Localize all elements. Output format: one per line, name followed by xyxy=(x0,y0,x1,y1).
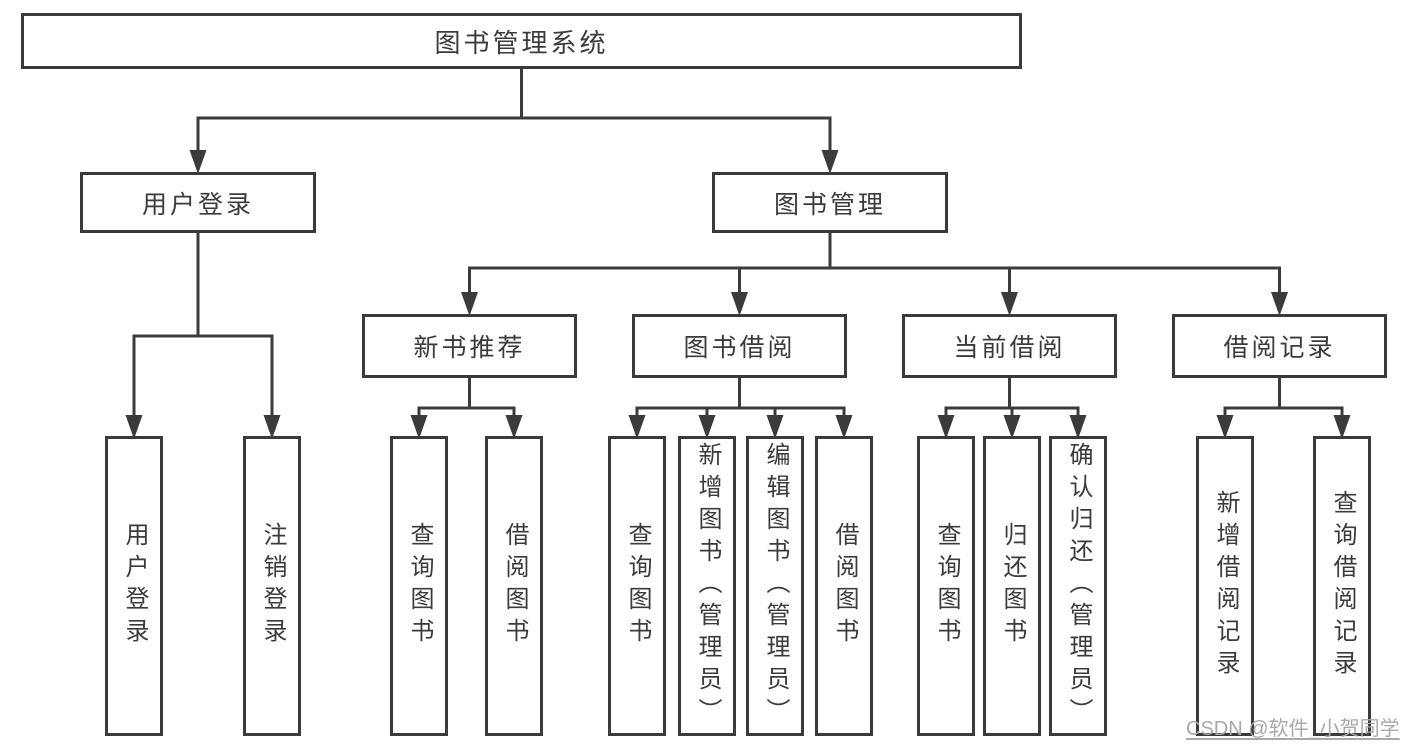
leaf-label: 查询借阅记录 xyxy=(1329,490,1356,682)
connector-root-to-level2 xyxy=(196,69,832,153)
leaf-label: 确认归还（管理员） xyxy=(1065,442,1092,730)
arrowhead-down-icon xyxy=(1001,292,1018,316)
leaf-query-book-recommend: 查询图书 xyxy=(390,436,448,736)
connector-new-book-recommend-to-leaves xyxy=(417,378,516,416)
leaf-query-book-current: 查询图书 xyxy=(917,436,975,736)
leaf-confirm-return-admin: 确认归还（管理员） xyxy=(1049,436,1107,736)
connector-current-borrow-to-leaves xyxy=(944,378,1080,416)
node-borrow-records: 借阅记录 xyxy=(1172,314,1387,378)
leaf-query-book-borrow: 查询图书 xyxy=(608,436,666,736)
leaf-return-book: 归还图书 xyxy=(983,436,1041,736)
leaf-label: 编辑图书（管理员） xyxy=(762,442,789,730)
leaf-label: 注销登录 xyxy=(259,522,286,650)
leaf-label: 查询图书 xyxy=(624,522,651,650)
leaf-user-login: 用户登录 xyxy=(105,436,163,736)
leaf-label: 归还图书 xyxy=(999,522,1026,650)
leaf-label: 新增图书（管理员） xyxy=(694,442,721,730)
node-current-borrow: 当前借阅 xyxy=(902,314,1117,378)
connector-user-login-to-leaves xyxy=(132,233,274,416)
arrowhead-down-icon xyxy=(731,292,748,316)
leaf-add-book-admin: 新增图书（管理员） xyxy=(678,436,736,736)
node-root-system: 图书管理系统 xyxy=(21,13,1022,69)
node-user-login: 用户登录 xyxy=(80,172,316,233)
node-new-book-recommend: 新书推荐 xyxy=(362,314,577,378)
arrowhead-down-icon xyxy=(821,150,839,174)
arrowhead-down-icon xyxy=(461,292,478,316)
connector-book-borrow-to-leaves xyxy=(635,378,846,416)
node-book-borrow: 图书借阅 xyxy=(632,314,847,378)
leaf-add-borrow-record: 新增借阅记录 xyxy=(1196,436,1254,736)
leaf-label: 查询图书 xyxy=(933,522,960,650)
leaf-label: 借阅图书 xyxy=(501,522,528,650)
leaf-label: 新增借阅记录 xyxy=(1212,490,1239,682)
connector-borrow-records-to-leaves xyxy=(1223,378,1344,416)
leaf-query-borrow-record: 查询借阅记录 xyxy=(1313,436,1371,736)
node-book-management: 图书管理 xyxy=(712,172,948,233)
leaf-borrow-book: 借阅图书 xyxy=(815,436,873,736)
leaf-edit-book-admin: 编辑图书（管理员） xyxy=(746,436,804,736)
leaf-borrow-book-recommend: 借阅图书 xyxy=(485,436,543,736)
csdn-watermark: CSDN @软件_小贺同学 xyxy=(1186,718,1400,740)
leaf-label: 用户登录 xyxy=(121,522,148,650)
arrowhead-down-icon xyxy=(189,150,207,174)
leaf-label: 借阅图书 xyxy=(831,522,858,650)
leaf-logout-login: 注销登录 xyxy=(243,436,301,736)
connector-book-management-to-level3 xyxy=(468,233,1281,294)
arrowhead-down-icon xyxy=(1271,292,1288,316)
leaf-label: 查询图书 xyxy=(406,522,433,650)
